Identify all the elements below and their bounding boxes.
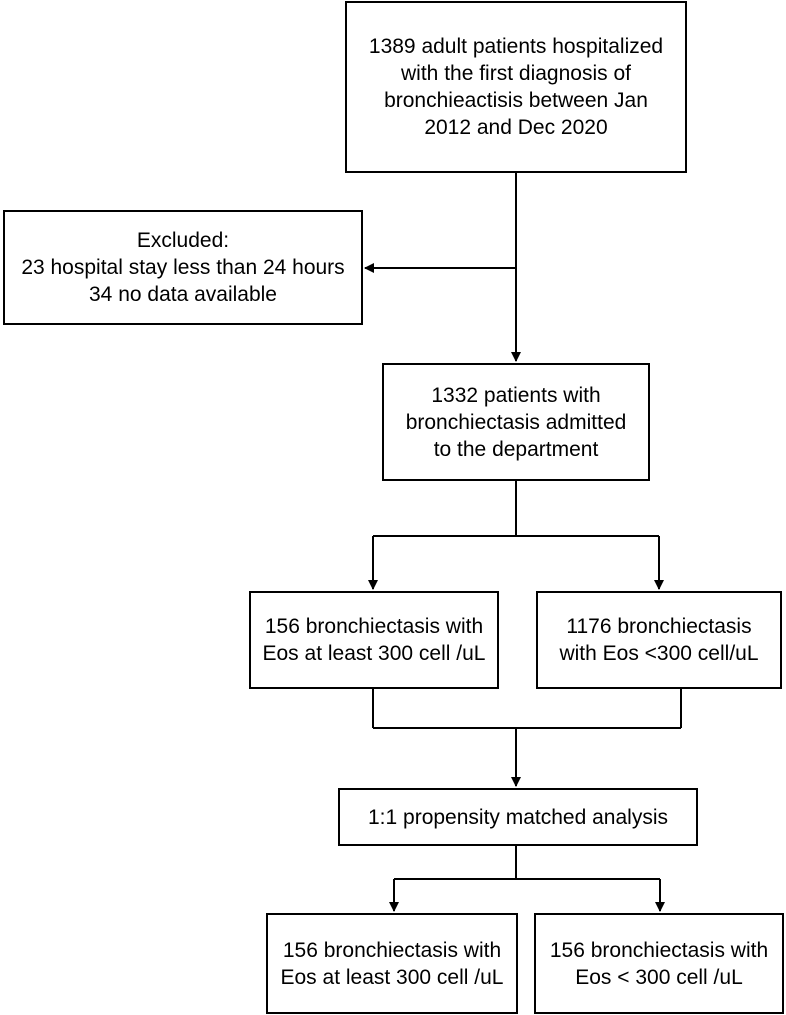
box-propensity-matching-text: 1:1 propensity matched analysis: [368, 805, 668, 829]
box-excluded: Excluded: 23 hospital stay less than 24 …: [3, 210, 363, 325]
box-initial-cohort: 1389 adult patients hospitalized with th…: [345, 1, 687, 173]
box-eos-low: 1176 bronchiectasis with Eos <300 cell/u…: [536, 591, 782, 689]
box-eos-low-text: 1176 bronchiectasis with Eos <300 cell/u…: [559, 615, 759, 665]
box-excluded-text: Excluded: 23 hospital stay less than 24 …: [21, 229, 345, 306]
box-admitted: 1332 patients with bronchiectasis admitt…: [382, 363, 650, 481]
box-propensity-matching: 1:1 propensity matched analysis: [338, 788, 698, 846]
box-eos-high-text: 156 bronchiectasis with Eos at least 300…: [262, 615, 486, 665]
box-matched-eos-high-text: 156 bronchiectasis with Eos at least 300…: [280, 938, 504, 989]
box-matched-eos-low: 156 bronchiectasis with Eos < 300 cell /…: [534, 913, 784, 1014]
box-matched-eos-high: 156 bronchiectasis with Eos at least 300…: [266, 913, 518, 1014]
box-initial-cohort-text: 1389 adult patients hospitalized with th…: [368, 35, 664, 139]
box-eos-high: 156 bronchiectasis with Eos at least 300…: [249, 591, 499, 689]
box-admitted-text: 1332 patients with bronchiectasis admitt…: [405, 383, 627, 461]
box-matched-eos-low-text: 156 bronchiectasis with Eos < 300 cell /…: [549, 938, 769, 989]
